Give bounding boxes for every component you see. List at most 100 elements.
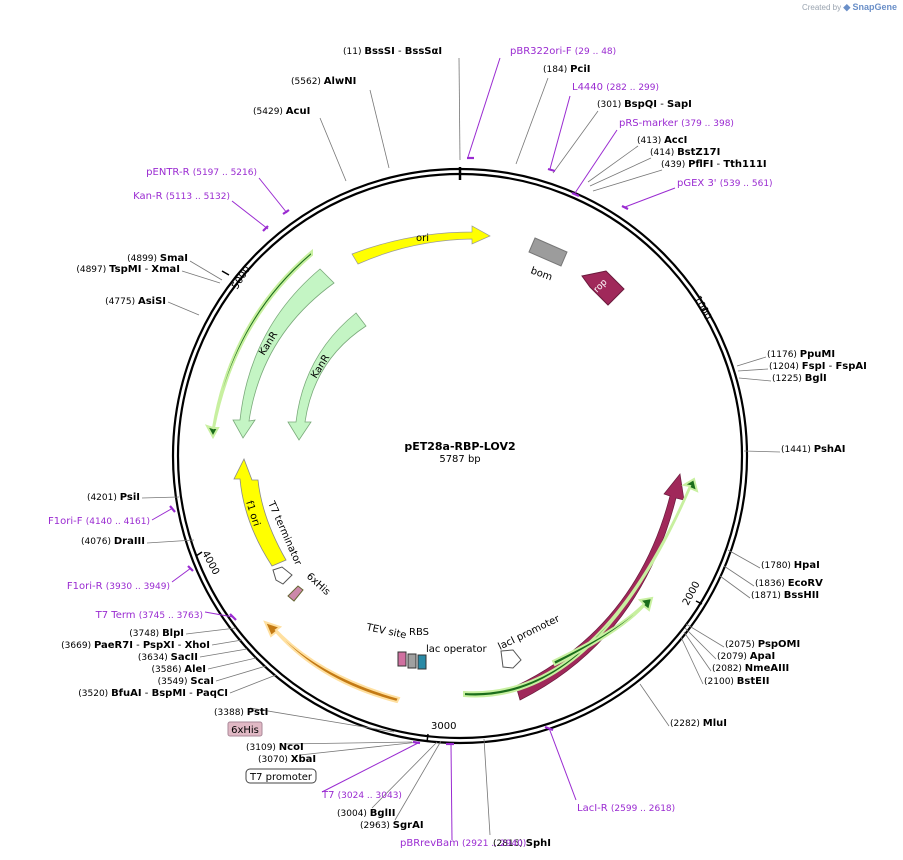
- enzyme-name: HpaI: [794, 560, 820, 571]
- enzyme-leader-acci: [587, 145, 639, 183]
- primer-range: (379 .. 398): [681, 119, 734, 129]
- enzyme-position: (3549): [158, 677, 191, 687]
- enzyme-mlui[interactable]: (2282) MluI: [670, 718, 727, 729]
- enzyme-position: (4775): [105, 297, 138, 307]
- kanr-outer-feature[interactable]: [232, 268, 335, 439]
- enzyme-draiii[interactable]: (4076) DraIII: [81, 536, 145, 547]
- bom-feature[interactable]: [528, 237, 568, 267]
- enzyme-position: (3748): [129, 629, 162, 639]
- kanr-inner-feature[interactable]: [287, 312, 367, 441]
- t7-terminator-feature[interactable]: [272, 566, 293, 585]
- enzyme-bsteii[interactable]: (2100) BstEII: [704, 676, 769, 687]
- enzyme-position: (2963): [360, 821, 393, 831]
- tick-mark-3000: [426, 733, 429, 743]
- primer-pbrrevbam[interactable]: pBRrevBam (2921 .. 2940): [400, 838, 526, 849]
- primer-range: (29 .. 48): [575, 47, 616, 57]
- t7-promoter-box[interactable]: [245, 768, 317, 784]
- enzyme-fspi-fspai[interactable]: (1204) FspI - FspAI: [769, 361, 867, 372]
- enzyme-sphi[interactable]: (2815) SphI: [493, 838, 551, 849]
- enzyme-labels: (11) BssSI - BssSαI (184) PciI (301) BspQI…: [61, 46, 867, 849]
- enzyme-leader-scai: [215, 665, 267, 682]
- enzyme-bstz17i[interactable]: (414) BstZ17I: [650, 147, 720, 158]
- enzyme-psti[interactable]: (3388) PstI: [214, 707, 268, 718]
- ori-feature[interactable]: [351, 225, 491, 265]
- primer-range: (4140 .. 4161): [86, 517, 150, 527]
- primer-pgex-3[interactable]: pGEX 3' (539 .. 561): [677, 178, 773, 189]
- his-tag-n-label: 6xHis: [231, 725, 259, 736]
- primer-f1ori-f[interactable]: F1ori-F (4140 .. 4161): [48, 516, 150, 527]
- lac-operator-feature[interactable]: [417, 654, 427, 670]
- enzyme-acci[interactable]: (413) AccI: [637, 135, 687, 146]
- enzyme-scai[interactable]: (3549) ScaI: [158, 676, 214, 687]
- enzyme-smai[interactable]: (4899) SmaI: [127, 253, 188, 264]
- enzyme-psii[interactable]: (4201) PsiI: [87, 492, 140, 503]
- enzyme-sacii[interactable]: (3634) SacII: [138, 652, 198, 663]
- enzyme-nmeaiii[interactable]: (2082) NmeAIII: [712, 663, 789, 674]
- enzyme-ecorv[interactable]: (1836) EcoRV: [755, 578, 823, 589]
- enzyme-pcii[interactable]: (184) PciI: [543, 64, 590, 75]
- primer-l4440[interactable]: L4440 (282 .. 299): [572, 82, 659, 93]
- enzyme-leader-hpai: [727, 549, 761, 569]
- rbs-feature[interactable]: [407, 653, 417, 669]
- enzyme-tspmi-xmai[interactable]: (4897) TspMI - XmaI: [76, 264, 180, 275]
- primer-prs-marker[interactable]: pRS-marker (379 .. 398): [619, 118, 734, 129]
- enzyme-name: BstZ17I: [677, 147, 720, 158]
- primer-t7-term[interactable]: T7 Term (3745 .. 3763): [95, 610, 203, 621]
- his-tag-c-feature[interactable]: [287, 585, 304, 602]
- enzyme-name: BglI: [805, 373, 827, 384]
- enzyme-position: (4076): [81, 537, 114, 547]
- primer-name: pENTR-R: [146, 167, 193, 178]
- enzyme-blpi[interactable]: (3748) BlpI: [129, 628, 184, 639]
- enzyme-alei[interactable]: (3586) AleI: [152, 664, 206, 675]
- primer-pbr322ori-f[interactable]: pBR322ori-F (29 .. 48): [510, 46, 616, 57]
- enzyme-bsssi-bsss-i[interactable]: (11) BssSI - BssSαI: [343, 46, 442, 57]
- enzyme-pflfi-tth111i[interactable]: (439) PflFI - Tth111I: [661, 159, 767, 170]
- primer-labels: pBR322ori-F (29 .. 48) L4440 (282 .. 299)…: [48, 46, 773, 849]
- laci-promoter-feature[interactable]: [500, 649, 522, 669]
- primer-kan-r[interactable]: Kan-R (5113 .. 5132): [133, 191, 230, 202]
- enzyme-position: (2082): [712, 664, 745, 674]
- enzyme-position: (413): [637, 136, 664, 146]
- primer-t7[interactable]: T7 (3024 .. 3043): [321, 790, 402, 801]
- enzyme-apai[interactable]: (2079) ApaI: [717, 651, 775, 662]
- primer-site-laci-r: [544, 725, 554, 732]
- enzyme-alwni[interactable]: (5562) AlwNI: [291, 76, 356, 87]
- enzyme-ncoi[interactable]: (3109) NcoI: [246, 742, 304, 753]
- rop-feature[interactable]: [581, 270, 625, 306]
- primer-pentr-r[interactable]: pENTR-R (5197 .. 5216): [146, 167, 257, 178]
- enzyme-name: NmeAIII: [745, 663, 789, 674]
- primer-leader-t7-term: [204, 611, 234, 618]
- enzyme-paer7i-pspxi-xhoi[interactable]: (3669) PaeR7I - PspXI - XhoI: [61, 640, 210, 651]
- enzyme-leader-sphi: [483, 738, 491, 836]
- enzyme-name: PstI: [247, 707, 269, 718]
- primer-range: (3745 .. 3763): [139, 611, 203, 621]
- enzyme-pspomi[interactable]: (2075) PspOMI: [725, 639, 800, 650]
- enzyme-bfuai-bspmi-paqci[interactable]: (3520) BfuAI - BspMI - PaqCI: [78, 688, 228, 699]
- lac-operator-label: lac operator: [426, 644, 487, 655]
- primer-range: (282 .. 299): [606, 83, 659, 93]
- enzyme-acui[interactable]: (5429) AcuI: [253, 106, 310, 117]
- f1-ori-feature[interactable]: [233, 458, 287, 567]
- enzyme-hpai[interactable]: (1780) HpaI: [761, 560, 820, 571]
- enzyme-xbai[interactable]: (3070) XbaI: [258, 754, 316, 765]
- enzyme-pshai[interactable]: (1441) PshAI: [781, 444, 845, 455]
- primer-leader-f1ori-f: [151, 507, 174, 521]
- primer-laci-r[interactable]: LacI-R (2599 .. 2618): [577, 803, 675, 814]
- enzyme-bsshii[interactable]: (1871) BssHII: [751, 590, 819, 601]
- enzyme-position: (5429): [253, 107, 286, 117]
- his-tag-n-box[interactable]: [227, 721, 263, 737]
- primer-f1ori-r[interactable]: F1ori-R (3930 .. 3949): [67, 581, 170, 592]
- enzyme-name: PshAI: [814, 444, 846, 455]
- enzyme-bglii[interactable]: (3004) BglII: [337, 808, 395, 819]
- enzyme-bspqi-sapi[interactable]: (301) BspQI - SapI: [597, 99, 692, 110]
- enzyme-bgli[interactable]: (1225) BglI: [772, 373, 827, 384]
- enzyme-leader-apai: [684, 627, 717, 660]
- tev-site-feature[interactable]: [397, 651, 407, 667]
- enzyme-ppumi[interactable]: (1176) PpuMI: [767, 349, 835, 360]
- enzyme-sgrai[interactable]: (2963) SgrAI: [360, 820, 424, 831]
- laci-feature[interactable]: [515, 473, 685, 701]
- enzyme-asisi[interactable]: (4775) AsiSI: [105, 296, 166, 307]
- rbs-label: RBS: [409, 627, 429, 638]
- enzyme-position: (4201): [87, 493, 120, 503]
- primer-name: pBRrevBam: [400, 838, 462, 849]
